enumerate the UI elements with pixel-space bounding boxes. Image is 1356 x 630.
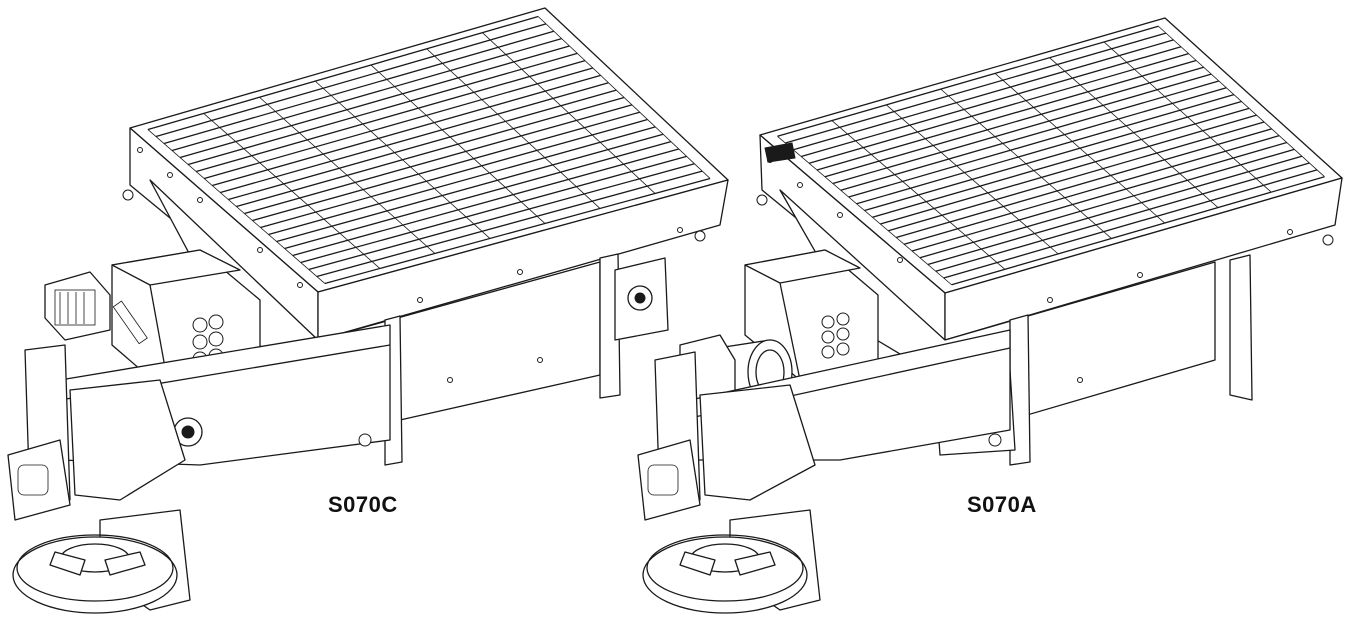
grate-bar bbox=[292, 148, 679, 257]
grate-bar bbox=[260, 118, 648, 229]
spinner-fin bbox=[679, 551, 716, 576]
spinner-chute bbox=[637, 439, 701, 521]
grate-bar bbox=[808, 52, 1189, 164]
mounting-holes bbox=[122, 147, 706, 447]
grate-bar bbox=[801, 46, 1182, 158]
spinner-guard-mount bbox=[69, 379, 186, 501]
grate-bar bbox=[220, 82, 609, 194]
grate-bar bbox=[276, 133, 664, 243]
grate-bar bbox=[919, 148, 1295, 259]
spinner-guard-mount bbox=[699, 384, 816, 501]
control-box-slot bbox=[112, 300, 148, 345]
grate-bar bbox=[155, 23, 547, 138]
grate-bar bbox=[252, 111, 640, 222]
grate-bar bbox=[300, 155, 687, 264]
spreader-s070c-drawing bbox=[7, 7, 729, 614]
gearbox-fins bbox=[54, 289, 96, 326]
grate-bar bbox=[816, 59, 1197, 171]
grate-bar bbox=[896, 128, 1272, 239]
model-label-s070c: S070C bbox=[328, 492, 398, 517]
grate-screen bbox=[147, 15, 711, 285]
stand-leg-right bbox=[1229, 254, 1253, 401]
model-label-s070a: S070A bbox=[967, 492, 1037, 517]
grate-bar bbox=[824, 66, 1204, 178]
grate-bar bbox=[872, 107, 1250, 218]
grate-bar bbox=[911, 141, 1287, 252]
grate-bar bbox=[316, 170, 703, 278]
grate-bar bbox=[228, 89, 617, 201]
grate-bar bbox=[179, 45, 570, 159]
spreader-s070a-drawing bbox=[637, 17, 1343, 614]
grate-bar bbox=[187, 52, 578, 166]
grate-screen bbox=[777, 25, 1325, 286]
grate-bar bbox=[856, 94, 1235, 205]
control-box-top bbox=[744, 249, 861, 284]
grate-bar bbox=[244, 104, 633, 215]
grate-bar bbox=[943, 169, 1318, 279]
spinner-fin bbox=[104, 551, 146, 576]
bearing-center bbox=[634, 292, 646, 304]
grate-bar bbox=[308, 163, 695, 271]
chute-opening bbox=[647, 464, 679, 496]
grate-bar bbox=[793, 39, 1174, 151]
grate-bar bbox=[236, 96, 625, 208]
grate-bar bbox=[268, 126, 656, 236]
grate-bar bbox=[927, 155, 1303, 266]
gearbox bbox=[44, 271, 111, 341]
grate-bar bbox=[888, 121, 1265, 232]
grate-bar bbox=[935, 162, 1310, 272]
grate-bar bbox=[195, 60, 586, 173]
grate-bar bbox=[864, 100, 1242, 212]
grate-bar bbox=[284, 141, 672, 250]
grate-bar bbox=[785, 32, 1167, 144]
grate-bar bbox=[848, 87, 1227, 198]
grate-bar bbox=[777, 25, 1159, 137]
chute-opening bbox=[17, 464, 49, 496]
spinner-fin bbox=[49, 551, 86, 576]
grate-bar bbox=[951, 176, 1325, 286]
grate-bar bbox=[171, 37, 562, 152]
grate-bar bbox=[903, 135, 1280, 245]
grate-bar bbox=[840, 80, 1219, 191]
grate-bar bbox=[832, 73, 1212, 185]
grate-bar bbox=[880, 114, 1257, 225]
control-box-top bbox=[111, 249, 241, 286]
spinner-chute bbox=[7, 439, 71, 521]
connector-panel bbox=[821, 312, 850, 359]
nameplate bbox=[764, 142, 796, 163]
grate-bar bbox=[204, 67, 594, 180]
grate-bar bbox=[212, 74, 601, 187]
grate-bar bbox=[163, 30, 554, 145]
grate-bar bbox=[147, 15, 539, 131]
spinner-fin bbox=[734, 551, 776, 576]
grate-bar bbox=[324, 177, 711, 285]
hopper-side-wall bbox=[944, 177, 1343, 341]
